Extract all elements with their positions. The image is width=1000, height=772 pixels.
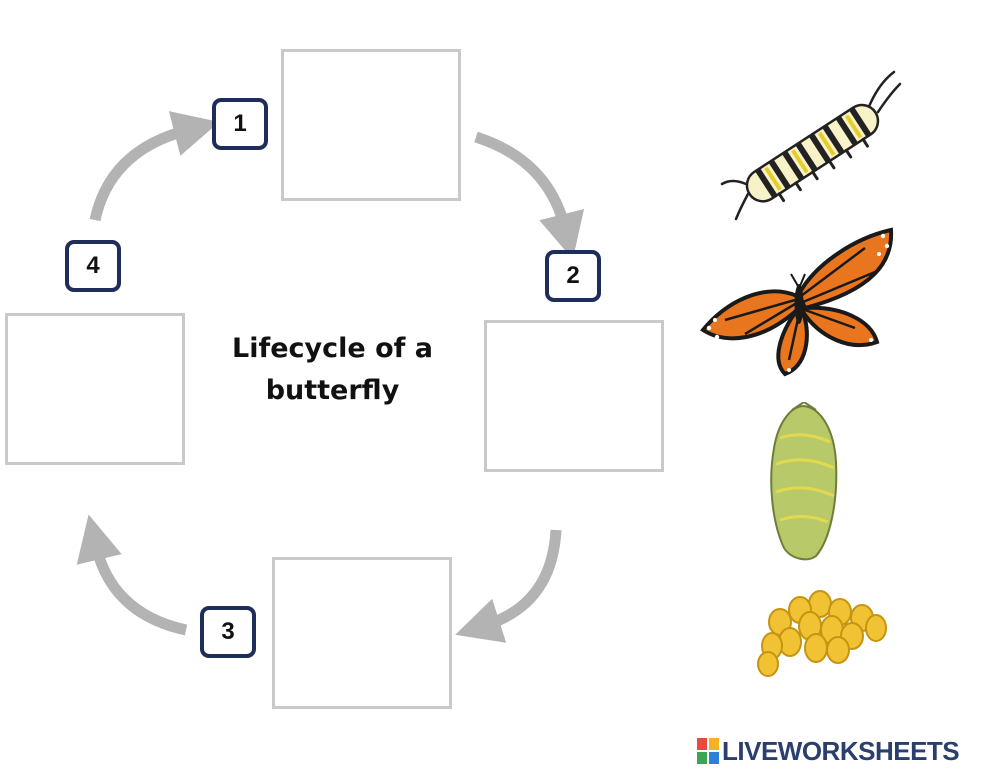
arrow-1-to-2: [474, 131, 585, 260]
step-number-3: 3: [200, 606, 256, 658]
chrysalis-image[interactable]: [764, 402, 844, 562]
chrysalis-stripes: [775, 433, 835, 524]
liveworksheets-brand: LIVEWORKSHEETS: [697, 735, 960, 767]
page-title: Lifecycle of a butterfly: [231, 333, 433, 406]
chrysalis-body: [770, 404, 838, 561]
liveworksheets-text: LIVEWORKSHEETS: [722, 735, 960, 766]
egg-cluster: [757, 590, 887, 677]
butterfly-body: [794, 284, 804, 324]
step-number-4: 4: [65, 240, 121, 292]
caterpillar-antennae: [720, 70, 902, 221]
caterpillar-body: [745, 103, 880, 203]
liveworksheets-logo-icon: [697, 738, 719, 764]
drop-box-2[interactable]: [484, 320, 664, 472]
drop-box-4[interactable]: [5, 313, 185, 465]
drop-box-1[interactable]: [281, 49, 461, 201]
step-number-2: 2: [545, 250, 601, 302]
butterfly-spots: [706, 233, 890, 372]
eggs-image[interactable]: [750, 590, 892, 682]
butterfly-veins: [724, 247, 876, 361]
drop-box-3[interactable]: [272, 557, 452, 709]
arrow-2-to-3: [455, 529, 562, 643]
butterfly-image[interactable]: [695, 224, 900, 379]
step-number-1: 1: [212, 98, 268, 150]
arrow-4-to-1: [89, 111, 220, 222]
caterpillar-image[interactable]: [718, 64, 908, 224]
butterfly-wings: [700, 227, 894, 377]
arrow-3-to-4: [76, 514, 188, 636]
